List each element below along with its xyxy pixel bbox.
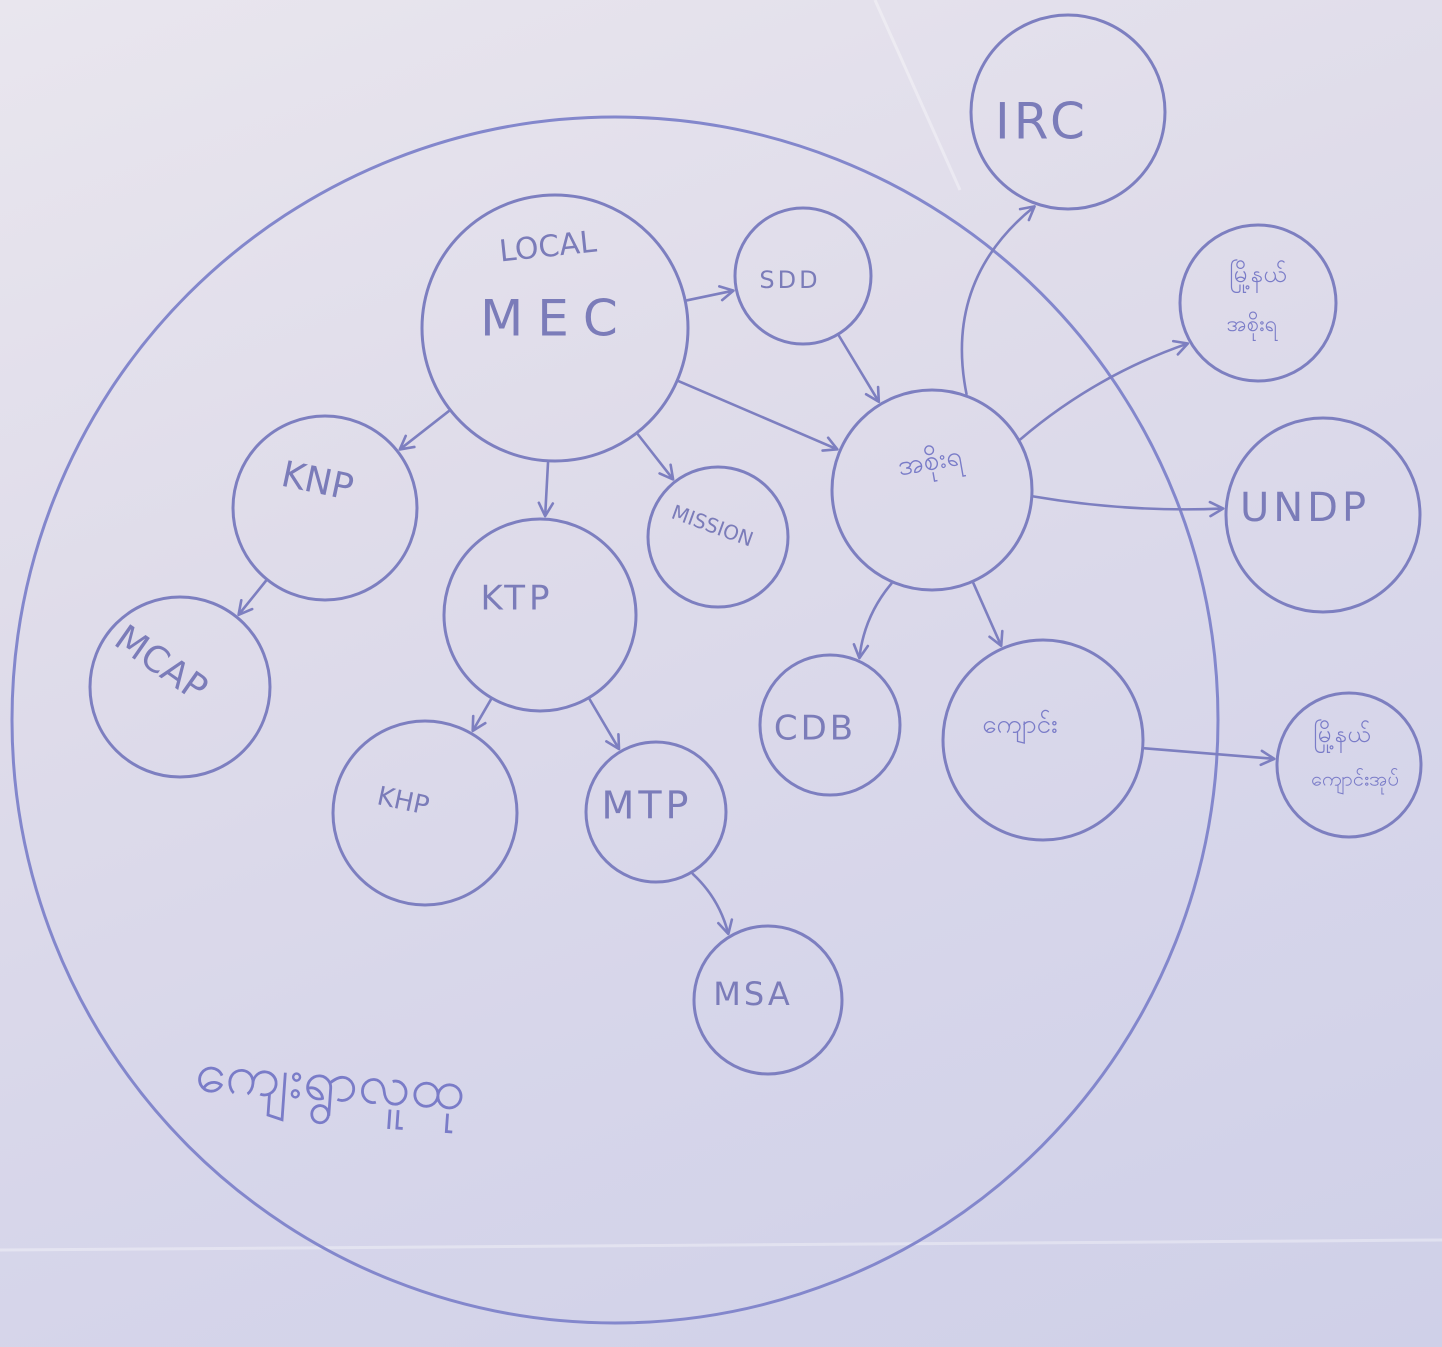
node-ext-bottom-circle	[1275, 691, 1423, 839]
node-cdb-label: CDB	[774, 709, 856, 749]
node-irc-label: IRC	[995, 93, 1089, 151]
node-local-mec-circle	[420, 193, 690, 463]
community-boundary-label: ကျေးရွာလူထု	[193, 1040, 468, 1134]
edge-ktp-to-mtp	[588, 698, 621, 751]
edge-hub-to-ext-top	[1019, 339, 1190, 441]
node-ext-top-label: မြို့နယ်	[1229, 258, 1286, 293]
node-ext-top-label-2: အစိုးရ	[1227, 311, 1278, 341]
edge-school-to-ext-bottom	[1143, 747, 1276, 767]
node-mcap-label: MCAP	[107, 618, 215, 710]
node-mission-circle	[646, 465, 790, 609]
edge-group	[237, 205, 1276, 936]
node-ktp-circle	[442, 517, 638, 713]
node-undp-label: UNDP	[1240, 485, 1370, 531]
edge-hub-to-school	[972, 581, 1004, 648]
edge-knp-to-mcap	[237, 579, 268, 617]
node-khp-label: KHP	[374, 781, 431, 821]
node-hub-circle	[830, 388, 1034, 592]
node-ext-top-circle	[1178, 223, 1338, 383]
edge-local-mec-to-knp	[398, 409, 450, 451]
node-school-circle	[941, 638, 1145, 842]
node-ktp-label: KTP	[481, 579, 554, 619]
node-local-mec-label: MEC	[480, 290, 632, 348]
node-local-mec-label-top: LOCAL	[498, 224, 599, 269]
node-ext-bottom-label: မြို့နယ်	[1313, 718, 1370, 753]
edge-local-mec-to-sdd	[685, 285, 735, 302]
node-sdd-circle	[733, 206, 873, 346]
edge-sdd-to-hub	[837, 334, 881, 404]
edge-hub-to-cdb	[852, 582, 893, 660]
node-mtp-label: MTP	[602, 784, 693, 828]
node-circle-group	[88, 13, 1423, 1076]
paper-fold	[0, 1238, 1442, 1252]
node-irc-circle	[969, 13, 1167, 211]
edge-hub-to-irc	[960, 205, 1036, 396]
edge-local-mec-to-hub	[677, 380, 839, 452]
node-knp-circle	[231, 414, 419, 602]
community-boundary-circle	[10, 115, 1220, 1325]
node-msa-circle	[692, 924, 844, 1076]
node-undp-circle	[1224, 416, 1422, 614]
node-sdd-label: SDD	[759, 266, 820, 294]
paper-fold	[873, 0, 962, 191]
edge-ktp-to-khp	[471, 698, 493, 733]
node-mission-label: MISSION	[668, 500, 756, 552]
edge-hub-to-undp	[1032, 495, 1225, 518]
node-knp-label: KNP	[278, 454, 357, 509]
node-mcap-circle	[88, 595, 272, 779]
node-khp-circle	[331, 719, 519, 907]
node-cdb-circle	[758, 653, 902, 797]
edge-local-mec-to-ktp	[537, 461, 555, 518]
node-ext-bottom-label-2: ကျောင်းအုပ်	[1311, 767, 1399, 795]
node-school-label: ကျောင်း	[982, 709, 1057, 745]
node-hub-label: အစိုးရ	[895, 437, 967, 488]
node-msa-label: MSA	[713, 975, 792, 1013]
edge-local-mec-to-mission	[636, 433, 675, 481]
edge-mtp-to-msa	[691, 872, 734, 936]
node-mtp-circle	[584, 740, 728, 884]
